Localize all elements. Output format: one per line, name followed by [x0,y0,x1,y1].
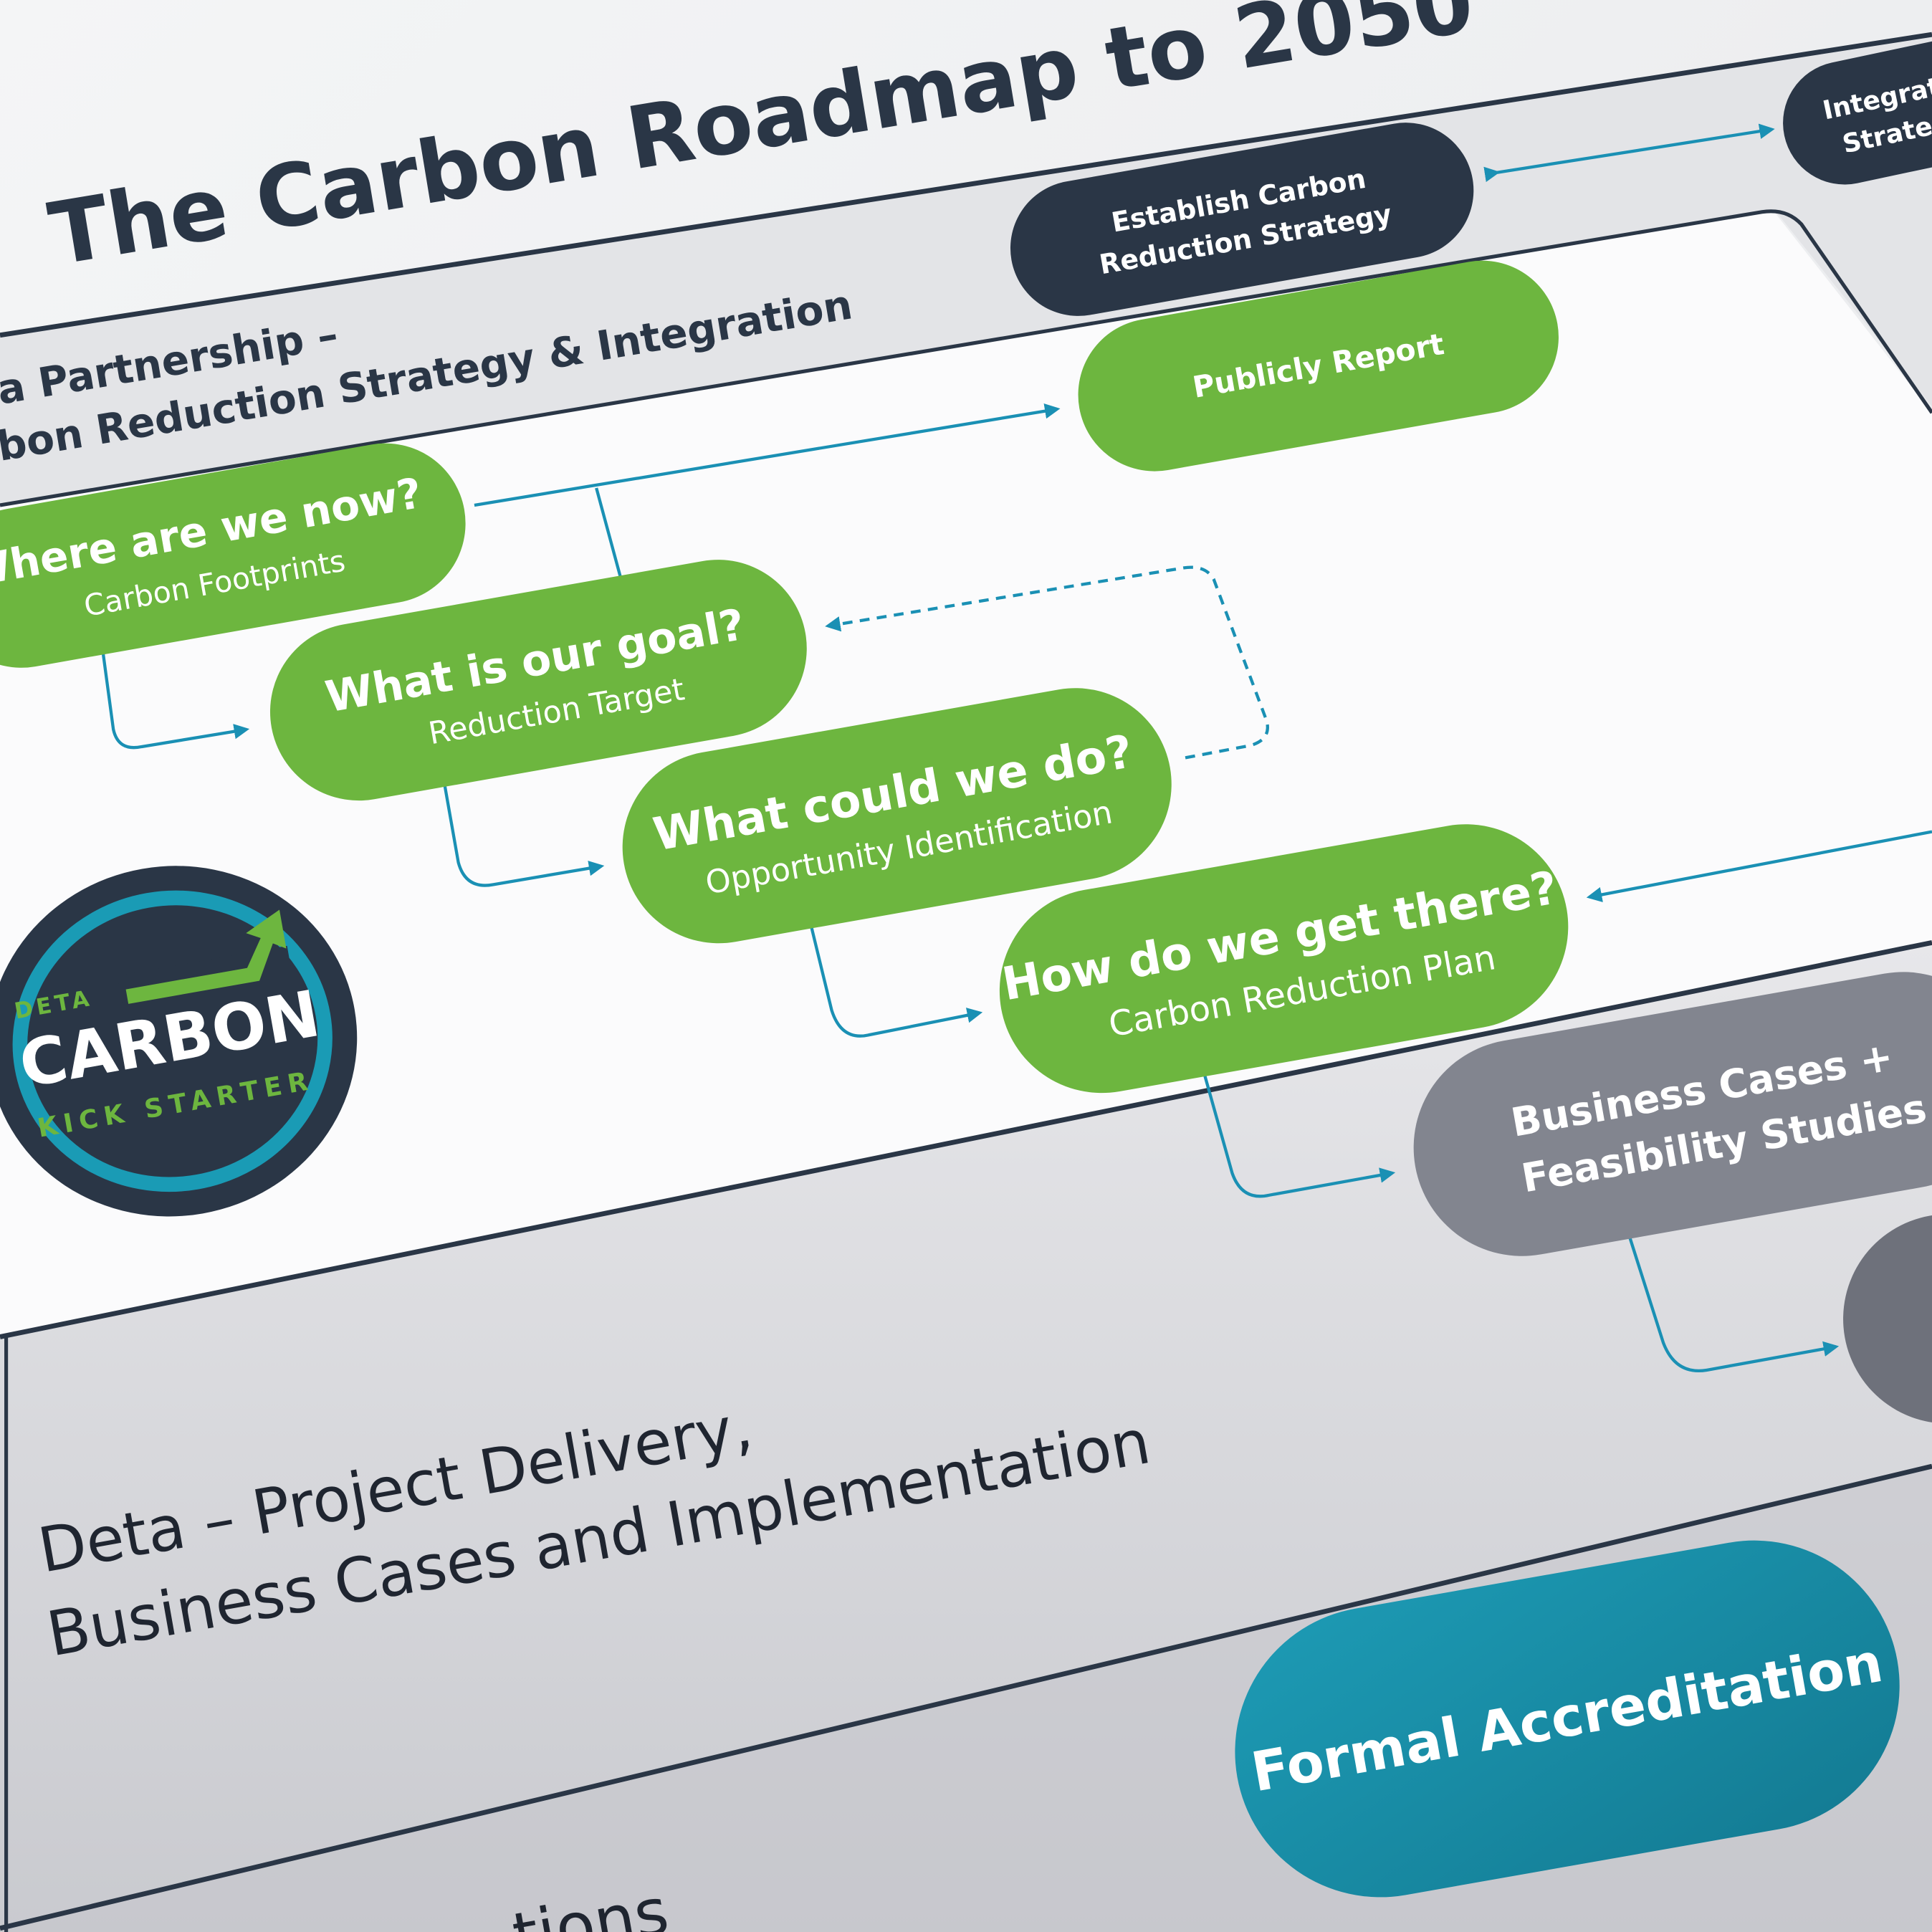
connector-feedback-dashed [825,565,1269,760]
connector-get-business [1202,1071,1396,1198]
band-divider-bottom [0,1463,1932,1931]
arrow-up-icon [125,909,287,1004]
white-panel-border [0,209,1932,507]
connector-could-get [808,919,983,1038]
node-business-cases[interactable]: Business Cases + Feasibility Studies [1397,955,1932,1273]
connector-branch-goal [595,487,623,580]
node-formal-accreditation[interactable]: Formal Accreditation [1212,1518,1923,1921]
connectors [100,123,1932,1372]
node-what-is-our-goal[interactable]: What is our goal? Reduction Target [256,546,821,815]
band-divider-middle [0,939,1932,1339]
connector-where-goal [100,646,250,750]
node-what-could-we-do[interactable]: What could we do? Opportunity Identifica… [607,673,1187,959]
connector-where-publicly [474,403,1061,507]
connector-establish-integration [1483,123,1775,182]
deta-carbon-kick-starter-logo: DETA CARBON KICK STARTER [0,866,358,1217]
node-how-do-we-get-there[interactable]: How do we get there? Carbon Reduction Pl… [983,808,1584,1109]
connector-right-get [1586,830,1932,903]
connector-business-next [1627,1234,1840,1372]
node-integration-strategy[interactable]: Integrat Strateg [1771,0,1932,196]
connector-goal-could [441,778,605,887]
node-establish-strategy[interactable]: Establish Carbon Reduction Strategy [1000,112,1484,327]
node-publicly-report[interactable]: Publicly Report [1066,249,1571,484]
band-divider-top [0,32,1932,338]
